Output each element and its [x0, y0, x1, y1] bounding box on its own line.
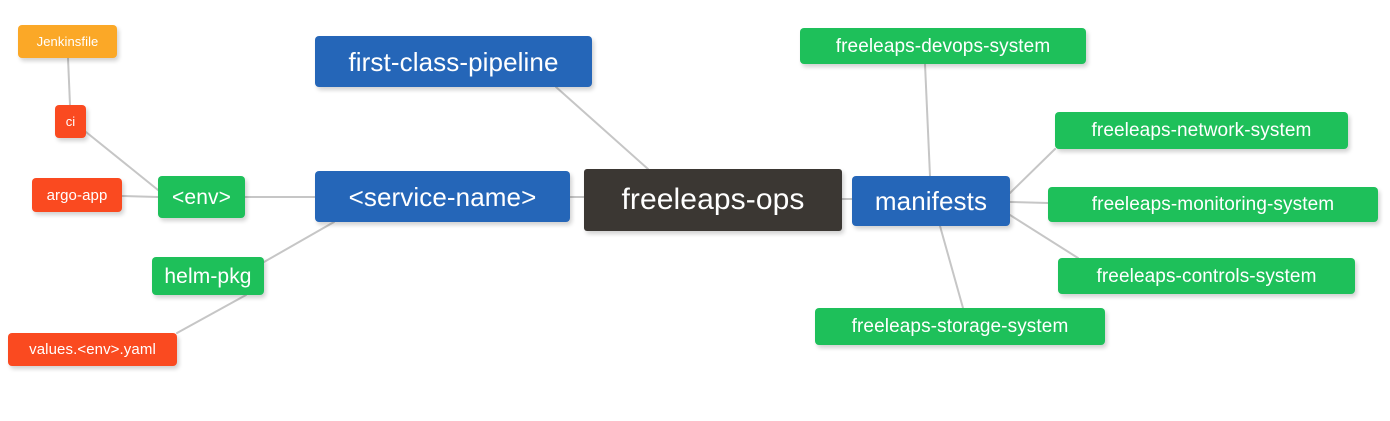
node-freeleaps-ops[interactable]: freeleaps-ops [584, 169, 842, 231]
node-controls-system[interactable]: freeleaps-controls-system [1058, 258, 1355, 294]
node-env[interactable]: <env> [158, 176, 245, 218]
node-monitoring-system[interactable]: freeleaps-monitoring-system [1048, 187, 1378, 222]
edge-manifests-to-network-system [1009, 148, 1056, 194]
node-helm-pkg[interactable]: helm-pkg [152, 257, 264, 295]
node-manifests[interactable]: manifests [852, 176, 1010, 226]
edge-manifests-to-storage-system [939, 225, 964, 309]
node-storage-system[interactable]: freeleaps-storage-system [815, 308, 1105, 345]
node-values-yaml[interactable]: values.<env>.yaml [8, 333, 177, 366]
node-jenkinsfile[interactable]: Jenkinsfile [18, 25, 117, 58]
node-ci[interactable]: ci [55, 105, 86, 138]
node-network-system[interactable]: freeleaps-network-system [1055, 112, 1348, 149]
edge-values-yaml-to-helm-pkg [176, 294, 247, 334]
edge-manifests-to-monitoring-system [1009, 201, 1049, 204]
edge-argo-app-to-env [121, 195, 159, 198]
node-first-class-pipeline[interactable]: first-class-pipeline [315, 36, 592, 87]
edge-manifests-to-devops-system [924, 63, 931, 177]
edge-first-class-pipeline-to-freeleaps-ops [555, 86, 649, 170]
edge-jenkinsfile-to-ci [67, 57, 71, 106]
node-service-name[interactable]: <service-name> [315, 171, 570, 222]
node-devops-system[interactable]: freeleaps-devops-system [800, 28, 1086, 64]
edge-helm-pkg-to-service-name [263, 221, 335, 263]
node-argo-app[interactable]: argo-app [32, 178, 122, 212]
